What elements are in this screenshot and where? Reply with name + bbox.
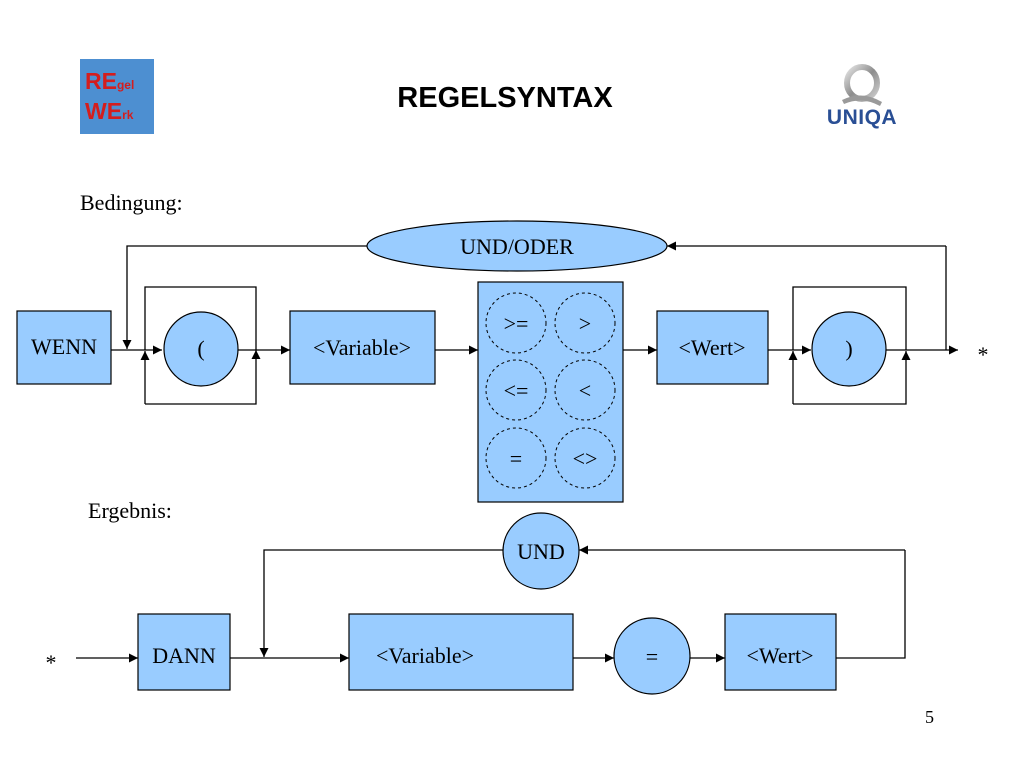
logo-line-1-sub: gel — [116, 78, 135, 92]
operator-option: <> — [554, 427, 616, 489]
open-paren-text: ( — [197, 336, 204, 361]
operator-option: > — [554, 292, 616, 354]
regelwerk-logo: REgel WErk — [80, 59, 154, 134]
operator-option: < — [554, 359, 616, 421]
condition-value-text: <Wert> — [678, 335, 745, 360]
wenn-box: WENN — [16, 310, 112, 385]
dann-text: DANN — [152, 643, 216, 668]
result-variable-box: <Variable> — [348, 613, 574, 691]
result-variable-text: <Variable> — [376, 643, 474, 668]
condition-variable-box: <Variable> — [289, 310, 436, 385]
slide-title: REGELSYNTAX — [397, 82, 613, 114]
condition-value-box: <Wert> — [656, 310, 769, 385]
condition-variable-text: <Variable> — [313, 335, 411, 360]
operator-text: > — [579, 311, 591, 336]
operator-circle — [485, 292, 547, 354]
result-connectors — [76, 545, 906, 663]
condition-continuation-mark: * — [978, 342, 989, 367]
condition-label: Bedingung: — [80, 190, 183, 215]
brand-name: UNIQA — [826, 106, 898, 129]
operator-text: >= — [504, 311, 529, 336]
operator-circle — [554, 427, 616, 489]
operator-circle — [554, 292, 616, 354]
operator-text: < — [579, 378, 591, 403]
open-paren-circle: ( — [163, 311, 239, 387]
dann-box: DANN — [137, 613, 231, 691]
wenn-text: WENN — [31, 334, 97, 359]
close-paren-text: ) — [845, 336, 852, 361]
operator-option: <= — [485, 359, 547, 421]
operator-text: <> — [573, 446, 598, 471]
uniqa-emblem-icon — [842, 64, 882, 106]
operator-text: = — [510, 446, 522, 471]
und-circle: UND — [502, 512, 580, 590]
und-oder-ellipse: UND/ODER — [366, 220, 668, 272]
operator-box — [477, 281, 624, 503]
operator-option: >= — [485, 292, 547, 354]
operator-text: <= — [504, 378, 529, 403]
result-value-box: <Wert> — [724, 613, 837, 691]
logo-line-1: REgel — [85, 70, 134, 97]
assign-text: = — [646, 644, 658, 669]
assign-circle: = — [613, 617, 691, 695]
operator-option: = — [485, 427, 547, 489]
logo-line-2-sub: rk — [122, 108, 134, 122]
uniqa-logo: UNIQA — [818, 64, 906, 130]
close-paren-circle: ) — [811, 311, 887, 387]
und-text: UND — [517, 539, 565, 564]
logo-line-1-main: RE — [85, 68, 117, 94]
operator-circle — [485, 427, 547, 489]
result-continuation-mark: * — [46, 650, 57, 675]
operator-circle — [485, 359, 547, 421]
result-label: Ergebnis: — [88, 498, 172, 523]
logo-line-2-main: WE — [85, 98, 123, 124]
condition-connectors — [111, 241, 958, 405]
page-number: 5 — [925, 707, 934, 727]
logo-line-2: WErk — [85, 100, 133, 127]
operator-options: >=><=<=<> — [485, 292, 616, 489]
und-oder-text: UND/ODER — [460, 234, 574, 259]
operator-circle — [554, 359, 616, 421]
result-value-text: <Wert> — [746, 643, 813, 668]
